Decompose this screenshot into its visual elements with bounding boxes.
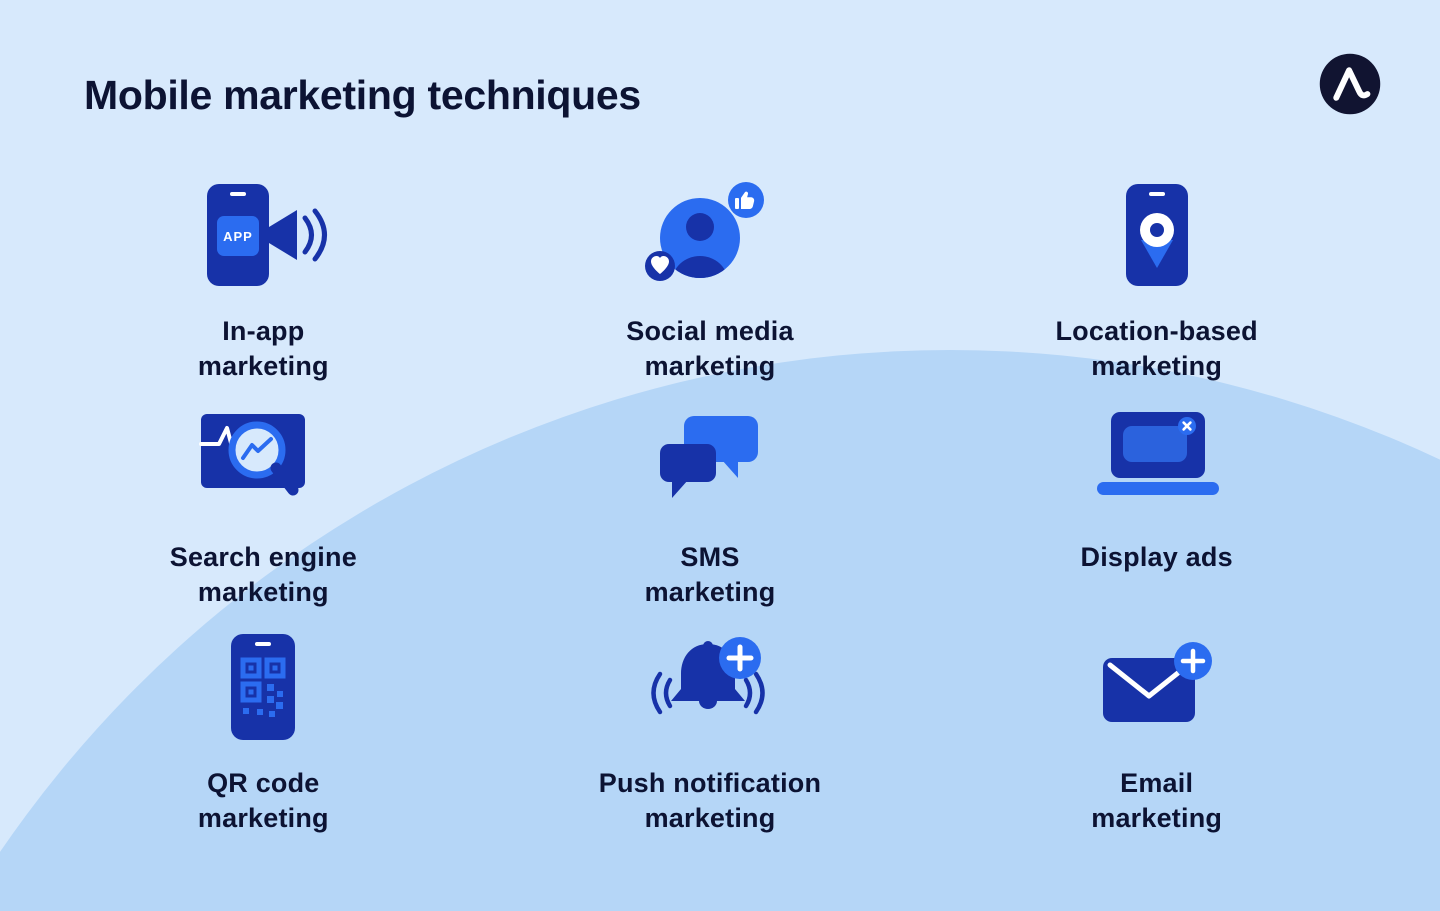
technique-label: Push notification marketing (598, 768, 822, 834)
technique-item-search-engine: Search engine marketing (40, 404, 487, 630)
laptop-ad-close-icon (1087, 404, 1227, 516)
chat-bubbles-icon (640, 404, 780, 516)
technique-item-display-ads: Display ads (933, 404, 1380, 630)
brand-logo-icon (1317, 51, 1383, 117)
technique-label: In-app marketing (197, 316, 329, 382)
technique-item-sms: SMS marketing (487, 404, 934, 630)
technique-label: Location-based marketing (1055, 316, 1258, 382)
phone-location-pin-icon (1087, 178, 1227, 290)
technique-label: Display ads (1080, 542, 1233, 572)
app-text: APP (223, 229, 253, 244)
technique-item-qr-code: QR code marketing (40, 630, 487, 856)
technique-label: QR code marketing (197, 768, 329, 834)
technique-label: Email marketing (1091, 768, 1223, 834)
technique-item-in-app: APP In-app marketing (40, 178, 487, 404)
envelope-plus-icon (1087, 630, 1227, 742)
page-title: Mobile marketing techniques (84, 72, 641, 118)
technique-item-push-notification: Push notification marketing (487, 630, 934, 856)
magnifier-analytics-icon (193, 404, 333, 516)
technique-item-location-based: Location-based marketing (933, 178, 1380, 404)
phone-app-megaphone-icon: APP (193, 178, 333, 290)
technique-label: Search engine marketing (169, 542, 357, 608)
technique-label: SMS marketing (644, 542, 776, 608)
bell-plus-icon (640, 630, 780, 742)
technique-item-email: Email marketing (933, 630, 1380, 856)
avatar-likes-icon (640, 178, 780, 290)
phone-qr-code-icon (193, 630, 333, 742)
techniques-grid: APP In-app marketing (40, 178, 1380, 856)
technique-label: Social media marketing (626, 316, 794, 382)
technique-item-social-media: Social media marketing (487, 178, 934, 404)
